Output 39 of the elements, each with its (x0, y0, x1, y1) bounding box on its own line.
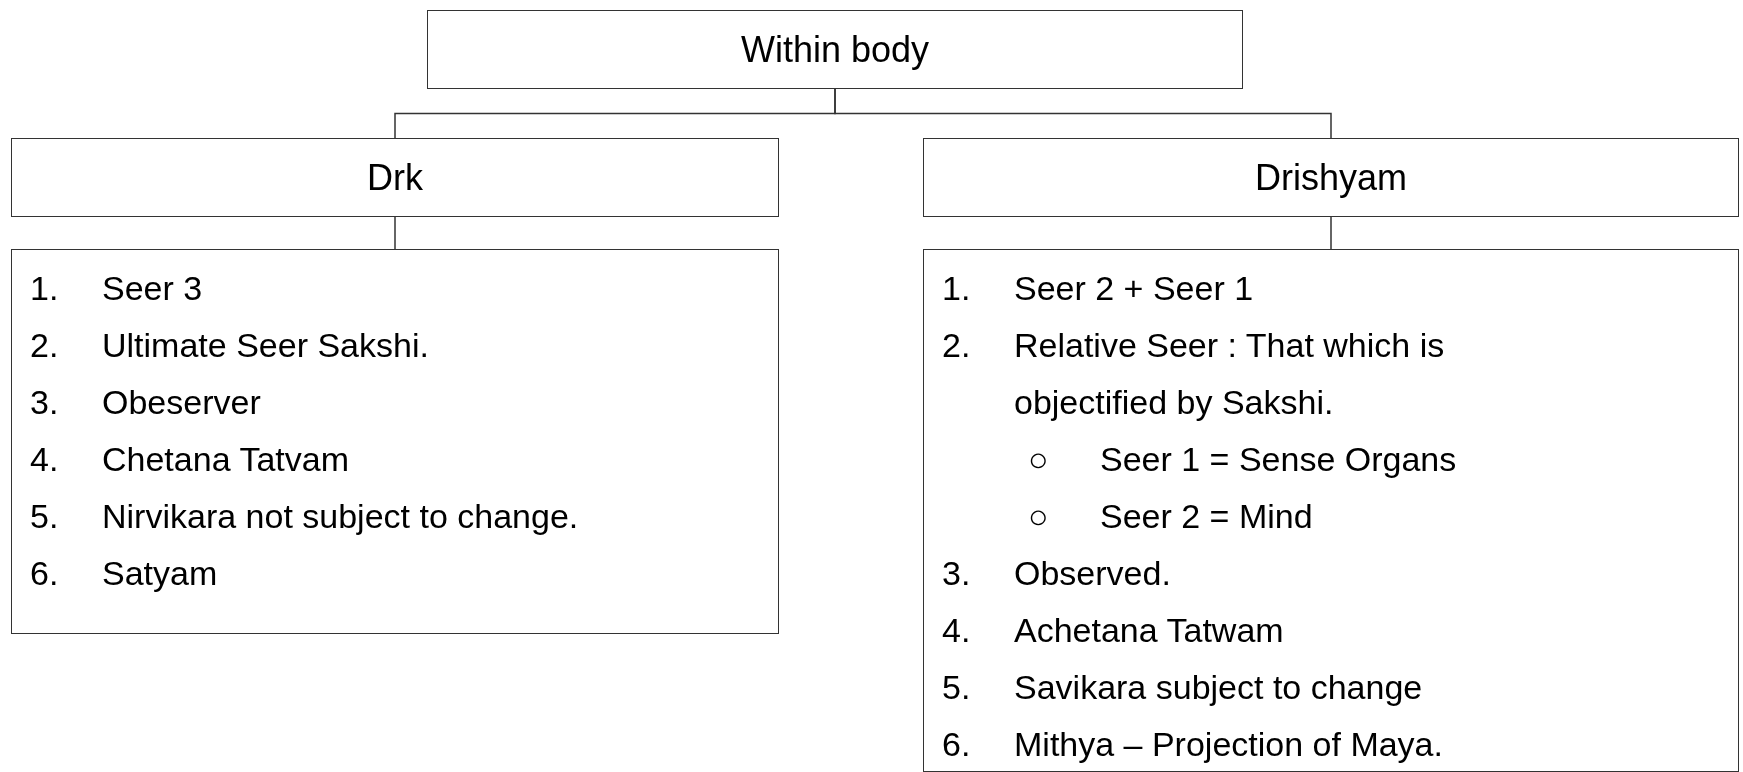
connector-line (394, 216, 396, 250)
list-number: 4. (942, 610, 972, 651)
box-title: Drk (367, 156, 423, 199)
list-number: 6. (30, 553, 60, 594)
connector-line (1330, 216, 1332, 250)
list-item: Savikara subject to change (1014, 667, 1423, 708)
bullet-mark: ○ (1028, 496, 1050, 537)
category-box (11, 138, 779, 217)
category-box (427, 10, 1243, 89)
list-box (923, 249, 1739, 772)
list-item: Seer 2 = Mind (1100, 496, 1313, 537)
list-box (11, 249, 779, 634)
list-number: 5. (942, 667, 972, 708)
list-item: Observed. (1014, 553, 1171, 594)
list-item: Obeserver (102, 382, 261, 423)
list-number: 5. (30, 496, 60, 537)
box-title: Within body (740, 28, 930, 71)
connector-line (834, 88, 1332, 139)
list-number: 3. (942, 553, 972, 594)
list-item: Nirvikara not subject to change. (102, 496, 579, 537)
list-item: Seer 3 (102, 268, 203, 309)
list-item: Ultimate Seer Sakshi. (102, 325, 429, 366)
bullet-mark: ○ (1028, 439, 1050, 480)
list-item: Seer 1 = Sense Organs (1100, 439, 1457, 480)
list-number: 6. (942, 724, 972, 765)
category-box (923, 138, 1739, 217)
list-item: Mithya – Projection of Maya. (1014, 724, 1443, 765)
list-item: Seer 2 + Seer 1 (1014, 268, 1254, 309)
list-item: Achetana Tatwam (1014, 610, 1284, 651)
list-number: 3. (30, 382, 60, 423)
list-item: Relative Seer : That which is objectified by Sakshi. (1014, 325, 1446, 423)
list-number: 1. (30, 268, 60, 309)
list-item: Chetana Tatvam (102, 439, 349, 480)
list-number: 2. (30, 325, 60, 366)
list-item: Satyam (102, 553, 218, 594)
list-number: 2. (942, 325, 972, 366)
box-title: Drishyam (1255, 156, 1407, 199)
list-number: 4. (30, 439, 60, 480)
list-number: 1. (942, 268, 972, 309)
